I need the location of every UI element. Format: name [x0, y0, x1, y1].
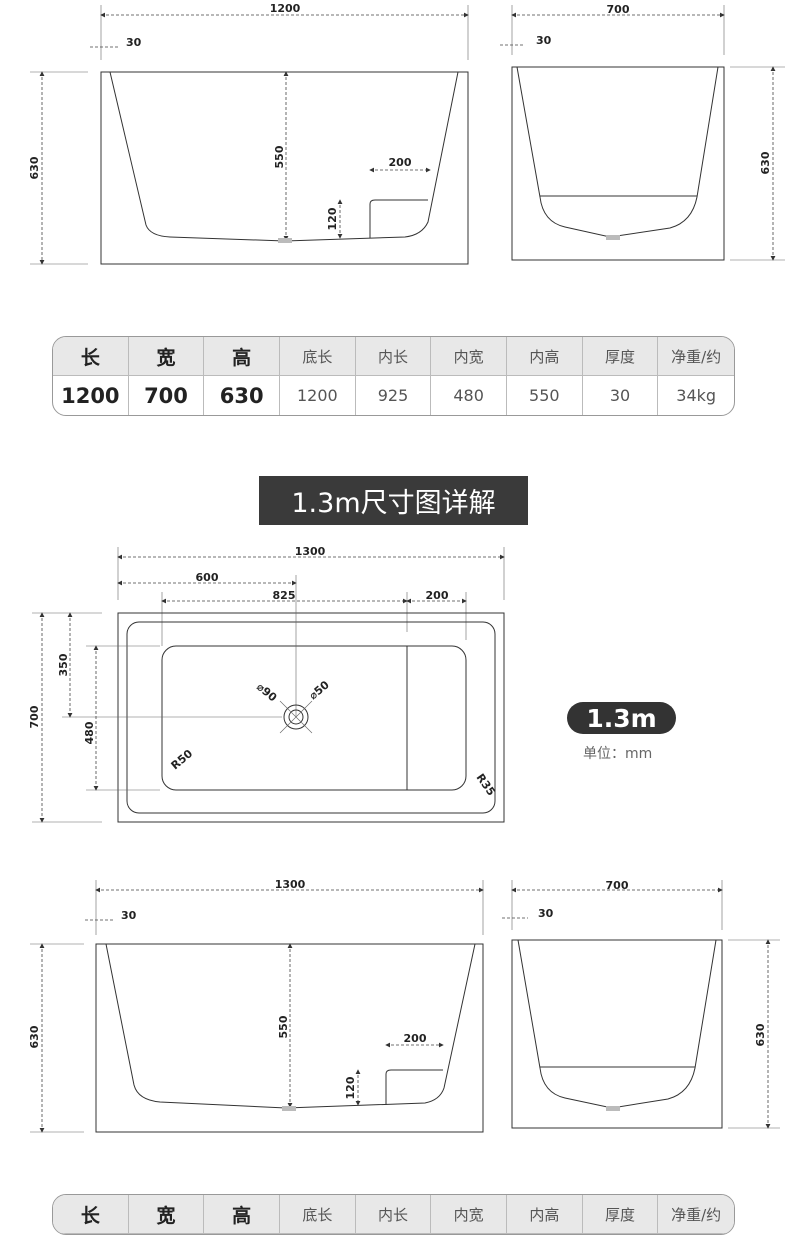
drain-outer-circle	[283, 704, 309, 730]
drain-dim-90: ⌀90	[254, 680, 279, 704]
value-inner-width: 480	[431, 376, 507, 415]
dim-inner-length: 825	[273, 589, 296, 602]
dim-width: 700	[607, 3, 630, 16]
svg-text:⌀90: ⌀90	[254, 680, 279, 704]
header-length: 长	[53, 337, 129, 376]
header-inner-height: 内高	[506, 337, 583, 376]
header-weight: 净重/约	[658, 337, 734, 376]
dim-wall: 30	[126, 36, 142, 49]
value-inner-height: 550	[507, 376, 583, 415]
header-width: 宽	[128, 337, 205, 376]
value-base-length: 1200	[280, 376, 356, 415]
dim-wall: 30	[538, 907, 554, 920]
header-inner-length: 内长	[355, 337, 432, 376]
header-inner-height: 内高	[506, 1195, 583, 1234]
radius-right: R35	[474, 771, 498, 798]
dim-height: 630	[28, 1025, 41, 1048]
plan-view-1300: 1300 600 825 200 ⌀90 ⌀50 R50 R35 700 350…	[28, 545, 505, 823]
dim-wall: 30	[121, 909, 137, 922]
value-width: 700	[129, 376, 205, 415]
dim-height: 630	[754, 1023, 767, 1046]
dim-step-width: 200	[426, 589, 449, 602]
drain-dim-50: ⌀50	[307, 678, 332, 702]
header-thickness: 厚度	[582, 337, 659, 376]
dim-height: 630	[759, 151, 772, 174]
dim-height: 630	[28, 156, 41, 179]
unit-label: 单位：mm	[583, 746, 653, 762]
dim-width: 700	[28, 705, 41, 728]
drain-inner-circle	[288, 709, 304, 725]
radius-left: R50	[169, 747, 196, 772]
header-inner-length: 内长	[355, 1195, 432, 1234]
dim-inner-width: 480	[83, 721, 96, 744]
dim-drain-offset: 600	[196, 571, 219, 584]
dim-width: 700	[606, 879, 629, 892]
header-height: 高	[204, 1195, 280, 1234]
side-view-short-700: 700 30 630	[500, 3, 785, 261]
dim-length: 1200	[270, 2, 301, 15]
dim-inner-height: 550	[273, 145, 286, 168]
dim-inner-height: 550	[277, 1015, 290, 1038]
header-inner-width: 内宽	[431, 1195, 507, 1234]
section-banner: 1.3m尺寸图详解	[259, 476, 528, 525]
dim-step-height: 120	[326, 207, 339, 230]
dim-length: 1300	[275, 878, 306, 891]
spec-table-1200: 长 宽 高 底长 内长 内宽 内高 厚度 净重/约 1200 700 630 1…	[52, 336, 735, 416]
value-thickness: 30	[583, 376, 659, 415]
header-inner-width: 内宽	[431, 337, 507, 376]
dim-wall: 30	[536, 34, 552, 47]
size-badge: 1.3m	[567, 702, 676, 734]
header-length: 长	[53, 1195, 129, 1234]
value-weight: 34kg	[676, 386, 717, 405]
value-height: 630	[204, 376, 280, 415]
header-height: 高	[204, 337, 280, 376]
dim-length: 1300	[295, 545, 326, 558]
svg-text:⌀50: ⌀50	[307, 678, 332, 702]
dim-step-width: 200	[389, 156, 412, 169]
header-base-length: 底长	[279, 1195, 356, 1234]
dim-step-width: 200	[404, 1032, 427, 1045]
value-inner-length: 925	[356, 376, 432, 415]
header-thickness: 厚度	[582, 1195, 659, 1234]
side-view-long-1300: 1300 30 630 550 200 120	[28, 878, 484, 1133]
side-view-long-1200: 1200 30 630 550 200 120	[28, 2, 469, 265]
header-width: 宽	[128, 1195, 205, 1234]
header-base-length: 底长	[279, 337, 356, 376]
spec-table-1300: 长 宽 高 底长 内长 内宽 内高 厚度 净重/约	[52, 1194, 735, 1235]
value-length: 1200	[53, 376, 129, 415]
header-weight: 净重/约	[658, 1195, 734, 1234]
dim-step-height: 120	[344, 1076, 357, 1099]
side-view-short-700-b: 700 30 630	[502, 879, 780, 1129]
dim-drain-side: 350	[57, 653, 70, 676]
